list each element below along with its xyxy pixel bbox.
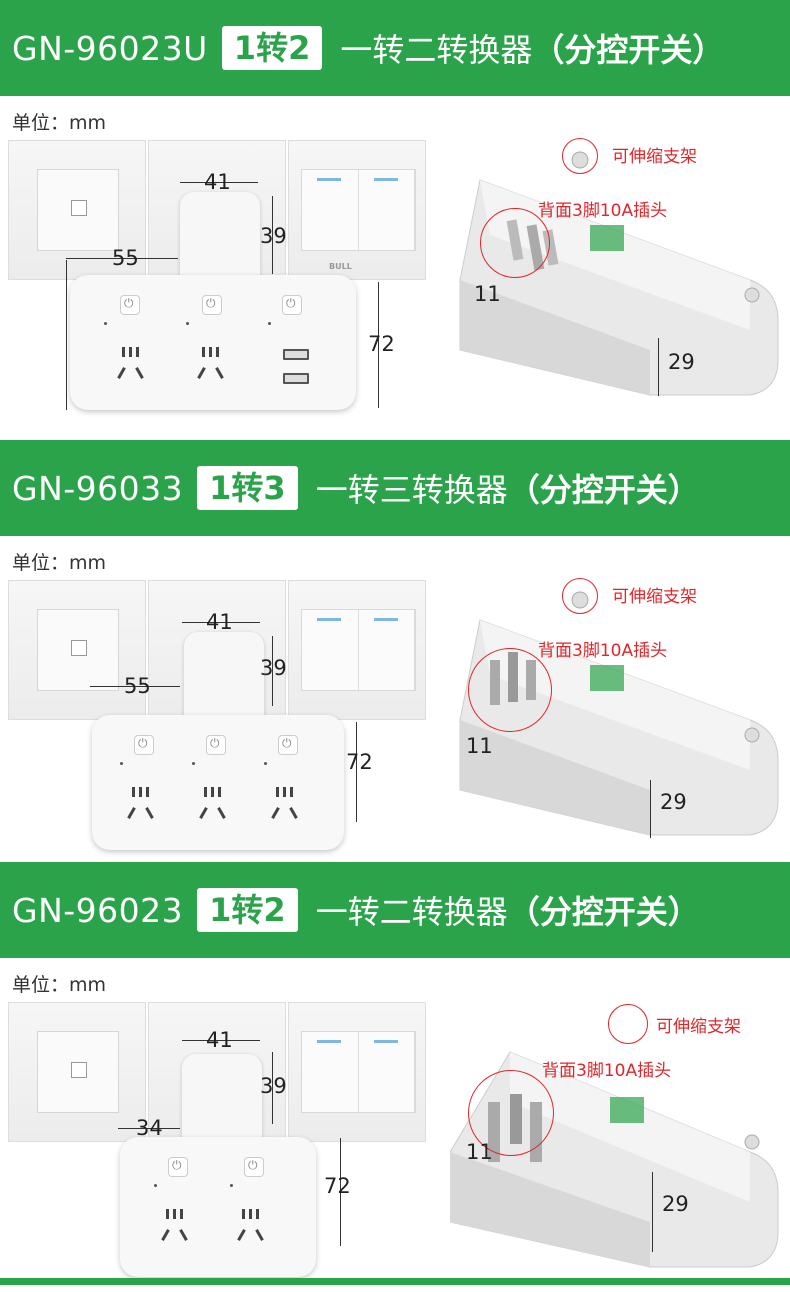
- ratio-badge: 1转2: [221, 26, 323, 70]
- power-switch-button: [244, 1157, 264, 1177]
- dim-left-offset: 55: [124, 674, 151, 698]
- converter-body: [70, 275, 356, 410]
- dim-plug-length: 11: [466, 734, 493, 758]
- dim-depth: 29: [668, 350, 695, 374]
- dim-plug-length: 11: [474, 282, 501, 306]
- dim-body-height: 72: [324, 1174, 351, 1198]
- dim-depth: 29: [660, 790, 687, 814]
- switch-panel: BULL: [288, 140, 426, 280]
- section-gn-96023: GN-96023 1转2 一转二转换器（分控开关） 单位：mm 41 39 34…: [0, 862, 790, 1282]
- side-view: 可伸缩支架 背面3脚10A插头 11 29: [450, 578, 780, 850]
- power-switch-button: [134, 735, 154, 755]
- product-description: 一转二转换器（分控开关）: [315, 893, 700, 931]
- brand-logo: BULL: [329, 262, 352, 271]
- network-port-icon: [71, 1062, 87, 1078]
- section-gn-96023u: GN-96023U 1转2 一转二转换器（分控开关） 单位：mm BULL 41…: [0, 0, 790, 420]
- annotation-bracket: 可伸缩支架: [656, 1017, 741, 1037]
- model-number: GN-96033: [12, 468, 184, 508]
- annotation-plug: 背面3脚10A插头: [542, 1061, 672, 1081]
- dim-plug-length: 11: [466, 1140, 493, 1164]
- power-switch-button: [168, 1157, 188, 1177]
- ratio-badge: 1转3: [197, 466, 298, 510]
- switch-panel: [288, 580, 426, 720]
- title-banner: GN-96033 1转3 一转三转换器（分控开关）: [0, 440, 790, 536]
- outlet-icon: [199, 787, 236, 827]
- outlet-icon: [161, 1209, 198, 1249]
- outlet-icon: [117, 347, 154, 387]
- outlet-icon: [271, 787, 308, 827]
- power-switch-button: [278, 735, 298, 755]
- dim-body-height: 72: [368, 332, 395, 356]
- usb-port-icon: [283, 349, 309, 360]
- title-banner: GN-96023 1转2 一转二转换器（分控开关）: [0, 862, 790, 958]
- side-view: 可伸缩支架 背面3脚10A插头 11 29: [450, 138, 780, 410]
- unit-label: 单位：mm: [12, 552, 107, 574]
- annotation-bracket: 可伸缩支架: [612, 147, 697, 167]
- network-panel: [8, 1002, 146, 1142]
- network-port-icon: [71, 640, 87, 656]
- outlet-icon: [127, 787, 164, 827]
- dim-left-offset: 55: [112, 246, 139, 270]
- side-view: 可伸缩支架 背面3脚10A插头 11 29: [450, 1004, 780, 1292]
- ratio-badge: 1转2: [197, 888, 298, 932]
- dim-body-height: 72: [346, 750, 373, 774]
- usb-port-icon: [283, 373, 309, 384]
- dim-left-offset: 34: [136, 1116, 163, 1140]
- outlet-icon: [237, 1209, 274, 1249]
- outlet-icon: [197, 347, 234, 387]
- power-switch-button: [202, 295, 222, 315]
- power-switch-button: [120, 295, 140, 315]
- power-switch-button: [282, 295, 302, 315]
- network-port-icon: [71, 200, 87, 216]
- annotation-plug: 背面3脚10A插头: [538, 641, 668, 661]
- switch-panel: [288, 1002, 426, 1142]
- converter-side-view-image: [459, 151, 779, 396]
- product-description: 一转二转换器（分控开关）: [340, 31, 725, 69]
- unit-label: 单位：mm: [12, 112, 107, 134]
- converter-body: [120, 1137, 316, 1277]
- network-panel: [8, 140, 146, 280]
- annotation-plug: 背面3脚10A插头: [538, 201, 668, 221]
- dim-depth: 29: [662, 1192, 689, 1216]
- dim-top-height: 39: [260, 1074, 287, 1098]
- dim-top-width: 41: [206, 610, 233, 634]
- network-panel: [8, 580, 146, 720]
- dim-top-width: 41: [206, 1028, 233, 1052]
- footer-bar: [0, 1278, 790, 1285]
- section-gn-96033: GN-96033 1转3 一转三转换器（分控开关） 单位：mm 41 39 55…: [0, 440, 790, 860]
- power-switch-button: [206, 735, 226, 755]
- unit-label: 单位：mm: [12, 974, 107, 996]
- title-banner: GN-96023U 1转2 一转二转换器（分控开关）: [0, 0, 790, 96]
- dim-top-height: 39: [260, 656, 287, 680]
- model-number: GN-96023U: [12, 28, 208, 68]
- dim-top-width: 41: [204, 170, 231, 194]
- converter-body: [92, 715, 344, 850]
- model-number: GN-96023: [12, 890, 184, 930]
- product-description: 一转三转换器（分控开关）: [315, 471, 700, 509]
- annotation-bracket: 可伸缩支架: [612, 587, 697, 607]
- dim-top-height: 39: [260, 224, 287, 248]
